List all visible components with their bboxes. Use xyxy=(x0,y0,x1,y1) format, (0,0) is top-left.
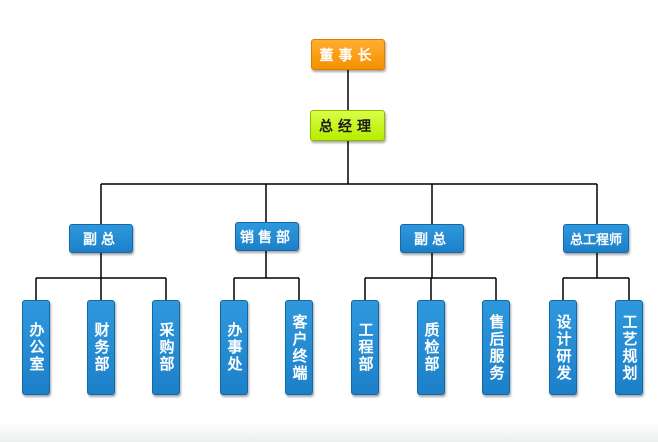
department-label: 售后服务 xyxy=(487,313,506,382)
branch-label: 总工程师 xyxy=(569,233,622,248)
general-manager-label: 总经理 xyxy=(319,118,376,135)
department-label: 质检部 xyxy=(422,322,441,373)
department-node: 办事处 xyxy=(220,300,248,395)
department-node: 客户终端 xyxy=(285,300,313,395)
department-label: 财务部 xyxy=(92,322,111,373)
department-node: 办公室 xyxy=(22,300,50,395)
department-node: 采购部 xyxy=(152,300,180,395)
branch-label: 副总 xyxy=(83,231,119,248)
chairman-node: 董事长 xyxy=(311,39,385,70)
branch-node-vice-president-1: 副总 xyxy=(69,224,133,253)
department-node: 财务部 xyxy=(87,300,115,395)
department-label: 办公室 xyxy=(27,322,46,373)
branch-label: 销售部 xyxy=(240,229,294,246)
department-node: 售后服务 xyxy=(482,300,510,395)
department-label: 客户终端 xyxy=(290,313,309,382)
branch-node-sales: 销售部 xyxy=(235,222,299,251)
floor-shading xyxy=(0,422,658,442)
branch-label: 副总 xyxy=(414,231,450,248)
department-label: 工程部 xyxy=(356,322,375,373)
department-node: 工艺规划 xyxy=(615,300,643,395)
chairman-label: 董事长 xyxy=(319,47,377,64)
department-label: 采购部 xyxy=(157,322,176,373)
general-manager-node: 总经理 xyxy=(310,110,385,141)
department-node: 设计研发 xyxy=(549,300,577,395)
branch-node-vice-president-2: 副总 xyxy=(400,224,464,253)
department-node: 质检部 xyxy=(417,300,445,395)
department-label: 工艺规划 xyxy=(620,313,639,382)
department-label: 设计研发 xyxy=(554,313,573,382)
branch-node-chief-engineer: 总工程师 xyxy=(563,224,629,253)
department-label: 办事处 xyxy=(225,322,244,373)
department-node: 工程部 xyxy=(351,300,379,395)
